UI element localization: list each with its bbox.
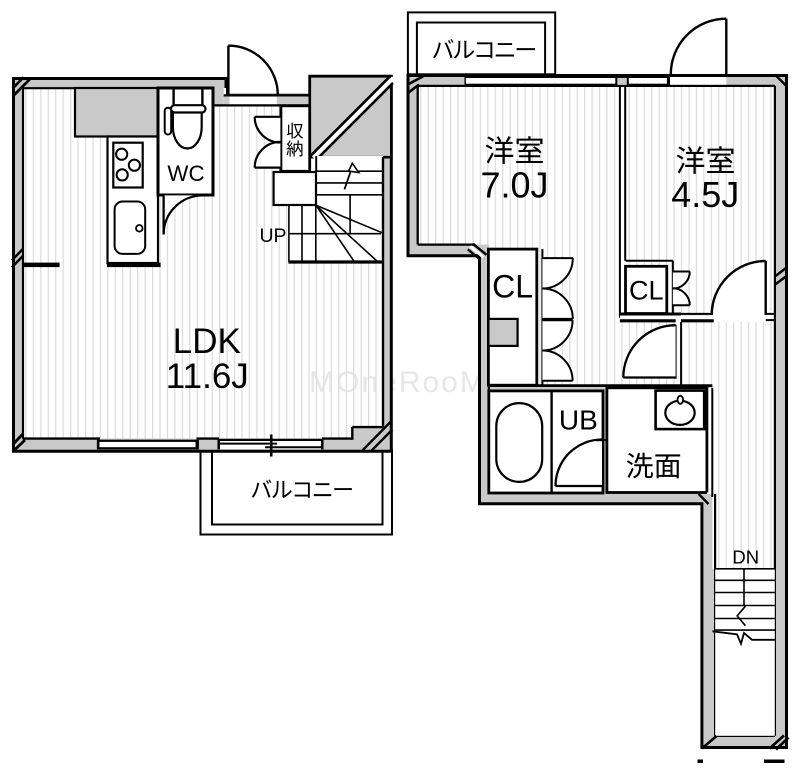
svg-text:LDK: LDK [173, 322, 241, 361]
svg-text:UP: UP [259, 225, 286, 247]
svg-text:7.0J: 7.0J [480, 165, 548, 206]
svg-text:4.5J: 4.5J [671, 174, 739, 215]
svg-text:DN: DN [732, 546, 759, 567]
svg-text:11.6J: 11.6J [166, 357, 249, 396]
svg-text:UB: UB [559, 404, 598, 435]
svg-text:WC: WC [167, 161, 204, 186]
svg-text:MOneRooM: MOneRooM [309, 366, 487, 399]
svg-text:CL: CL [629, 275, 664, 305]
svg-text:CL: CL [492, 269, 533, 305]
